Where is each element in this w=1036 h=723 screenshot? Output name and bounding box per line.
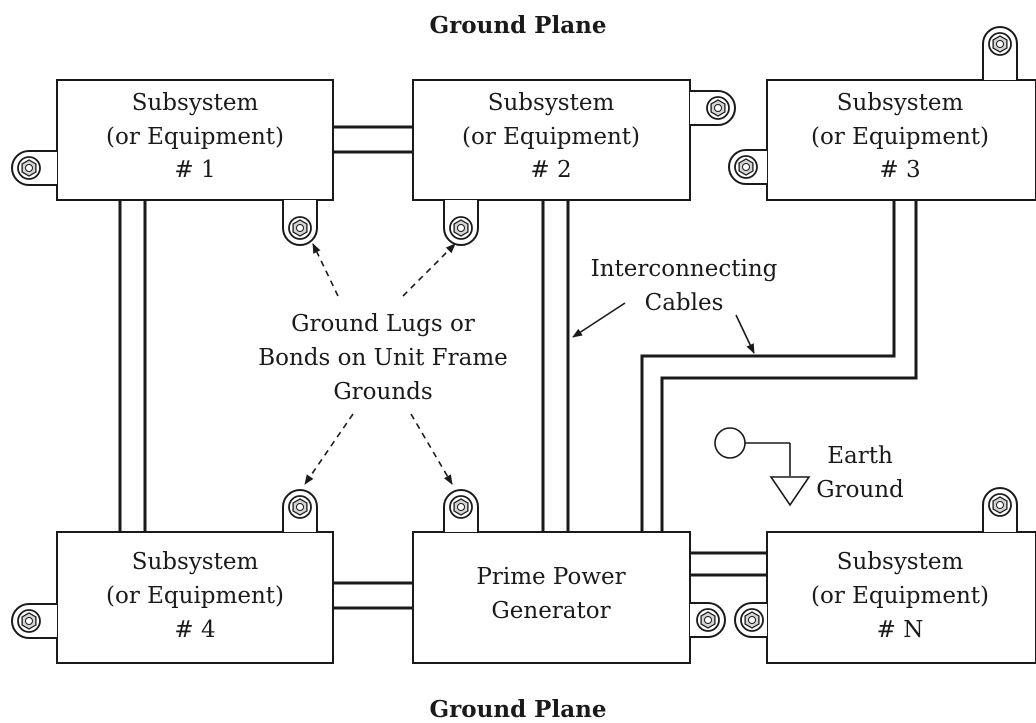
svg-text:Earth: Earth (827, 443, 893, 469)
svg-text:Grounds: Grounds (333, 379, 432, 405)
subsystem-2-box: Subsystem (or Equipment) # 2 (412, 79, 691, 201)
svg-text:(or Equipment): (or Equipment) (811, 583, 989, 609)
svg-text:Generator: Generator (491, 598, 610, 624)
svg-text:Bonds on Unit Frame: Bonds on Unit Frame (258, 345, 508, 371)
svg-text:Ground Lugs or: Ground Lugs or (291, 311, 475, 337)
hex-nut-icon (288, 216, 312, 240)
subsystem-1-box: Subsystem (or Equipment) # 1 (56, 79, 334, 201)
svg-text:(or Equipment): (or Equipment) (811, 124, 989, 150)
ground-plane-bottom-title: Ground Plane (430, 696, 607, 723)
hex-nut-icon (734, 155, 758, 179)
subsystem-3-box: Subsystem (or Equipment) # 3 (766, 79, 1036, 201)
hex-nut-icon (288, 495, 312, 519)
subsystem-n-box: Subsystem (or Equipment) # N (766, 531, 1036, 664)
hex-nut-icon (17, 609, 41, 633)
svg-text:# 3: # 3 (879, 157, 920, 183)
hex-nut-icon (449, 495, 473, 519)
hex-nut-icon (696, 608, 720, 632)
svg-text:Subsystem: Subsystem (488, 90, 615, 116)
svg-text:Subsystem: Subsystem (837, 549, 964, 575)
subsystem-4-box: Subsystem (or Equipment) # 4 (56, 531, 334, 664)
lug-nuts (17, 32, 1012, 633)
ground-lugs-label: Ground Lugs or Bonds on Unit Frame Groun… (258, 311, 508, 405)
svg-text:# 1: # 1 (174, 157, 215, 183)
svg-text:Cables: Cables (645, 290, 724, 316)
hex-nut-icon (988, 32, 1012, 56)
hex-nut-icon (706, 96, 730, 120)
svg-text:(or Equipment): (or Equipment) (462, 124, 640, 150)
svg-text:(or Equipment): (or Equipment) (106, 124, 284, 150)
svg-text:Interconnecting: Interconnecting (591, 256, 778, 282)
svg-text:# 2: # 2 (530, 157, 571, 183)
hex-nut-icon (740, 608, 764, 632)
ground-lug-arrows (304, 243, 456, 485)
prime-power-generator-box: Prime Power Generator (412, 531, 691, 664)
svg-text:Subsystem: Subsystem (132, 549, 259, 575)
hex-nut-icon (988, 493, 1012, 517)
hex-nut-icon (17, 156, 41, 180)
interconnecting-cables-label: Interconnecting Cables (572, 256, 778, 354)
svg-text:# 4: # 4 (174, 617, 215, 643)
svg-text:Subsystem: Subsystem (132, 90, 259, 116)
interconnecting-cables (118, 125, 918, 610)
ground-plane-top-title: Ground Plane (430, 12, 607, 39)
svg-text:Subsystem: Subsystem (837, 90, 964, 116)
earth-ground-symbol: Earth Ground (714, 427, 904, 507)
hex-nut-icon (449, 216, 473, 240)
svg-text:Ground: Ground (816, 477, 904, 503)
svg-text:(or Equipment): (or Equipment) (106, 583, 284, 609)
svg-text:# N: # N (877, 617, 924, 643)
svg-text:Prime Power: Prime Power (476, 564, 625, 590)
